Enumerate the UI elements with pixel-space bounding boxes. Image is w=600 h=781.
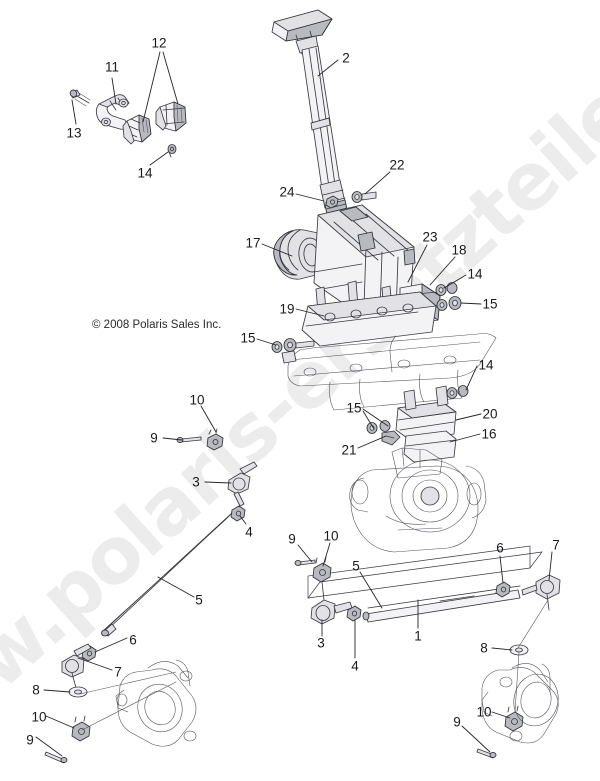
callout-20-17: 20 [482, 406, 498, 422]
callout-6-25: 6 [496, 540, 504, 556]
callout-3-31: 3 [317, 635, 325, 651]
callout-2-2: 2 [342, 50, 350, 66]
part-9-pin-left2 [44, 751, 68, 764]
callout-12-0: 12 [151, 35, 167, 51]
callout-1-33: 1 [414, 628, 422, 644]
tie-rod-box [307, 551, 543, 599]
part-3-rod-end-right [310, 581, 353, 625]
callout-14-4: 14 [137, 165, 153, 181]
part-14-bolt-upper [167, 144, 177, 158]
part-14-bolt-low [446, 385, 469, 399]
part-4-nut-right [346, 605, 362, 622]
part-10-nut-right [312, 556, 332, 583]
callout-7-26: 7 [552, 537, 560, 553]
part-15-lower-left [366, 420, 391, 434]
left-knuckle [115, 659, 197, 747]
callout-18-9: 18 [451, 242, 467, 258]
clamp-cluster [69, 89, 187, 158]
part-10-nut-left2 [71, 715, 91, 742]
leader-lines [35, 51, 553, 757]
part-11-clamp [95, 94, 130, 130]
callout-21-19: 21 [341, 442, 357, 458]
pinch-fasteners [325, 191, 377, 209]
left-tie-rod [44, 428, 258, 764]
differential-housing [349, 447, 487, 553]
callout-9-18: 9 [150, 430, 158, 446]
callout-5-28: 5 [195, 592, 203, 608]
callout-9-39: 9 [453, 714, 461, 730]
callout-24-6: 24 [279, 184, 295, 200]
callout-8-29: 8 [480, 640, 488, 656]
callout-15-12: 15 [482, 296, 498, 312]
callout-9-38: 9 [26, 732, 34, 748]
callout-15-13: 15 [240, 330, 256, 346]
callout-14-10: 14 [467, 266, 483, 282]
callout-10-24: 10 [323, 528, 339, 544]
part-19-mount-plate [301, 291, 437, 347]
callout-9-23: 9 [288, 531, 296, 547]
part-13-screw [69, 89, 91, 107]
part-22-bolt [351, 191, 377, 203]
part-3-rod-end-left [227, 461, 258, 507]
callout-5-27: 5 [352, 558, 360, 574]
part-15-fasteners [271, 296, 469, 434]
callout-22-5: 22 [389, 157, 405, 173]
copyright-notice: © 2008 Polaris Sales Inc. [92, 319, 222, 331]
part-7-rod-end-left [61, 643, 92, 689]
part-6-nut-right [495, 581, 511, 598]
callout-4-22: 4 [245, 524, 253, 540]
callout-14-14: 14 [478, 357, 494, 373]
part-7-rod-end-right [521, 574, 561, 611]
right-tie-rod-assembly [294, 545, 561, 759]
callout-4-32: 4 [351, 658, 359, 674]
callout-11-1: 11 [104, 59, 120, 75]
part-24-nut [325, 195, 339, 209]
callout-10-36: 10 [31, 709, 47, 725]
callout-3-21: 3 [192, 474, 200, 490]
callout-10-15: 10 [189, 392, 205, 408]
callout-13-3: 13 [66, 125, 82, 141]
callout-8-35: 8 [32, 682, 40, 698]
part-12-clamp-b [155, 101, 187, 132]
lower-mount [381, 385, 457, 463]
callout-15-16: 15 [346, 400, 362, 416]
callout-6-30: 6 [129, 632, 137, 648]
callout-19-11: 19 [279, 301, 295, 317]
part-12-clamp-a [122, 114, 152, 145]
part-10-nut-left [206, 428, 224, 451]
callout-16-20: 16 [481, 426, 497, 442]
callout-17-7: 17 [245, 235, 261, 251]
part-15-right [436, 296, 462, 311]
right-knuckle [481, 663, 559, 744]
callout-7-34: 7 [114, 664, 122, 680]
callout-10-37: 10 [476, 704, 492, 720]
part-9-pin-right2 [476, 748, 497, 759]
callout-23-8: 23 [422, 229, 438, 245]
